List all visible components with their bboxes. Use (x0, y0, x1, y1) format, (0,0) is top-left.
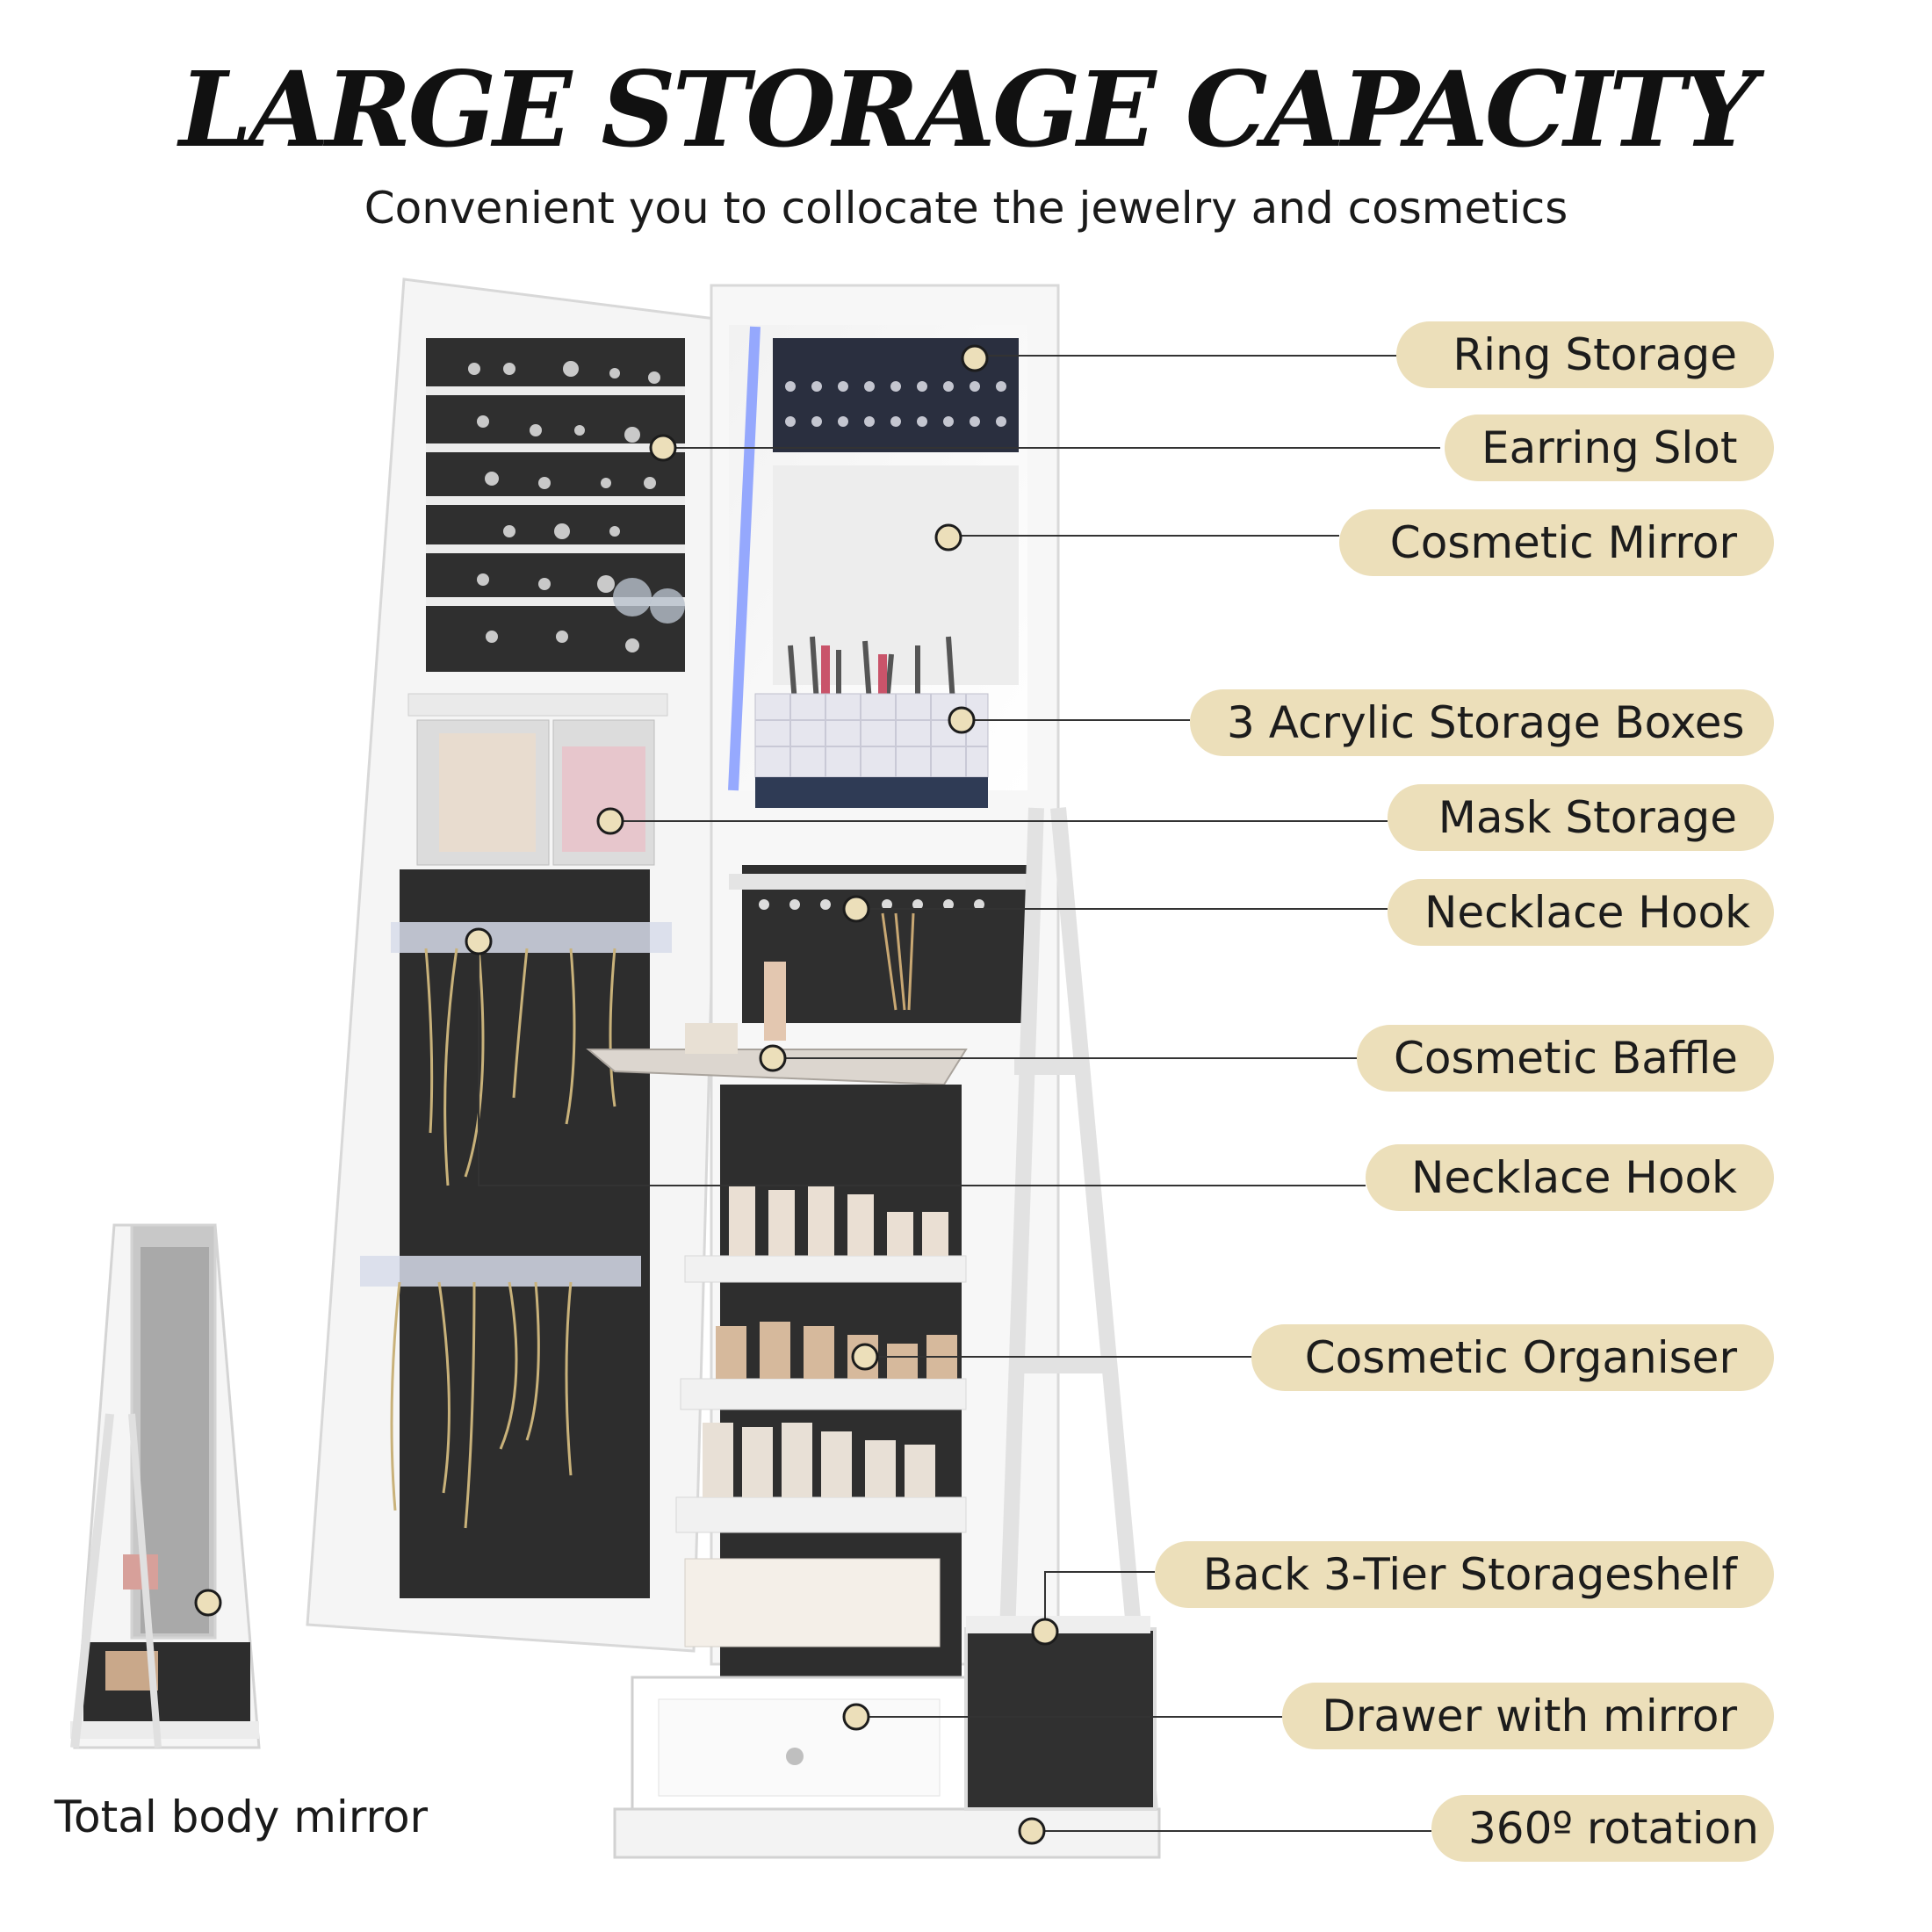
page-subtitle: Convenient you to collocate the jewelry … (364, 183, 1568, 234)
dot-earring-slot (649, 434, 677, 462)
dot-inset-mirror (194, 1589, 222, 1617)
dot-mask-storage (596, 807, 624, 835)
callout-acrylic-storage-boxes: 3 Acrylic Storage Boxes (1190, 689, 1774, 756)
open-door (306, 278, 731, 1653)
callout-dots (194, 344, 1059, 1845)
cabinet-body (586, 284, 1161, 1859)
inset-caption: Total body mirror (54, 1791, 429, 1842)
dot-ring-storage (961, 344, 989, 372)
dot-necklace-hook-upper (842, 895, 870, 923)
callout-cosmetic-organiser: Cosmetic Organiser (1251, 1324, 1774, 1391)
dot-drawer-mirror (842, 1703, 870, 1731)
dot-rotation (1018, 1817, 1046, 1845)
leader-lines (478, 355, 1440, 1832)
dot-back-shelf (1031, 1618, 1059, 1646)
inset-mirror-cabinet (70, 1223, 261, 1749)
dot-cosmetic-mirror (934, 523, 962, 551)
dot-acrylic-boxes (948, 706, 976, 734)
callout-drawer-with-mirror: Drawer with mirror (1282, 1683, 1774, 1749)
callout-necklace-hook-lower: Necklace Hook (1366, 1144, 1774, 1211)
callout-ring-storage: Ring Storage (1396, 321, 1774, 388)
dot-necklace-hook-lower (465, 927, 493, 955)
callout-360-rotation: 360º rotation (1431, 1795, 1774, 1862)
callout-cosmetic-mirror: Cosmetic Mirror (1339, 509, 1774, 576)
callout-mask-storage: Mask Storage (1388, 784, 1774, 851)
dot-cosmetic-baffle (759, 1044, 787, 1072)
callout-earring-slot: Earring Slot (1445, 415, 1774, 481)
callout-necklace-hook-upper: Necklace Hook (1388, 879, 1774, 946)
callout-back-storageshelf: Back 3-Tier Storageshelf (1155, 1541, 1774, 1608)
dot-cosmetic-organiser (851, 1343, 879, 1371)
callout-cosmetic-baffle: Cosmetic Baffle (1357, 1025, 1774, 1092)
page-title: LARGE STORAGE CAPACITY (179, 48, 1756, 170)
